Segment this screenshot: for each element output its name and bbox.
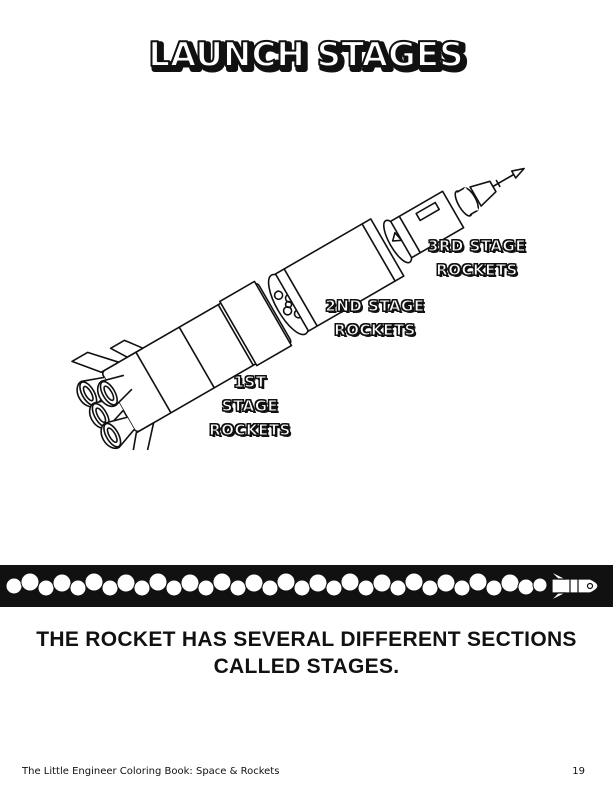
second-stage-label: 2ND STAGE ROCKETS (320, 294, 430, 342)
svg-text:LAUNCH STAGES: LAUNCH STAGES (151, 38, 466, 78)
small-rocket-icon (549, 570, 599, 602)
caption: THE ROCKET HAS SEVERAL DIFFERENT SECTION… (20, 626, 593, 680)
third-stage-label-line1: 3RD STAGE (427, 237, 527, 256)
first-stage-label-line1: 1ST STAGE (221, 373, 279, 416)
page-title: LAUNCH STAGES LAUNCH STAGES (0, 22, 613, 92)
page-title-text: LAUNCH STAGES (148, 35, 463, 75)
second-stage (267, 218, 405, 336)
second-stage-label-line2: ROCKETS (334, 321, 416, 340)
second-stage-label-line1: 2ND STAGE (325, 297, 425, 316)
footer-book-title: The Little Engineer Coloring Book: Space… (22, 766, 280, 777)
third-stage (383, 190, 465, 264)
capsule-and-tower (454, 167, 525, 217)
smoke-trail-band (0, 565, 613, 607)
engine-bells (76, 374, 135, 450)
smoke-clouds (5, 572, 548, 597)
footer-page-number: 19 (572, 766, 585, 777)
third-stage-label: 3RD STAGE ROCKETS (422, 234, 532, 282)
first-stage-label: 1ST STAGE ROCKETS (205, 370, 295, 442)
first-stage-label-line2: ROCKETS (209, 421, 291, 440)
first-stage-body (71, 280, 293, 450)
third-stage-label-line2: ROCKETS (436, 261, 518, 280)
caption-line2: CALLED STAGES. (213, 655, 400, 678)
caption-line1: THE ROCKET HAS SEVERAL DIFFERENT SECTION… (36, 628, 577, 651)
rocket-stages-illustration (50, 140, 560, 450)
